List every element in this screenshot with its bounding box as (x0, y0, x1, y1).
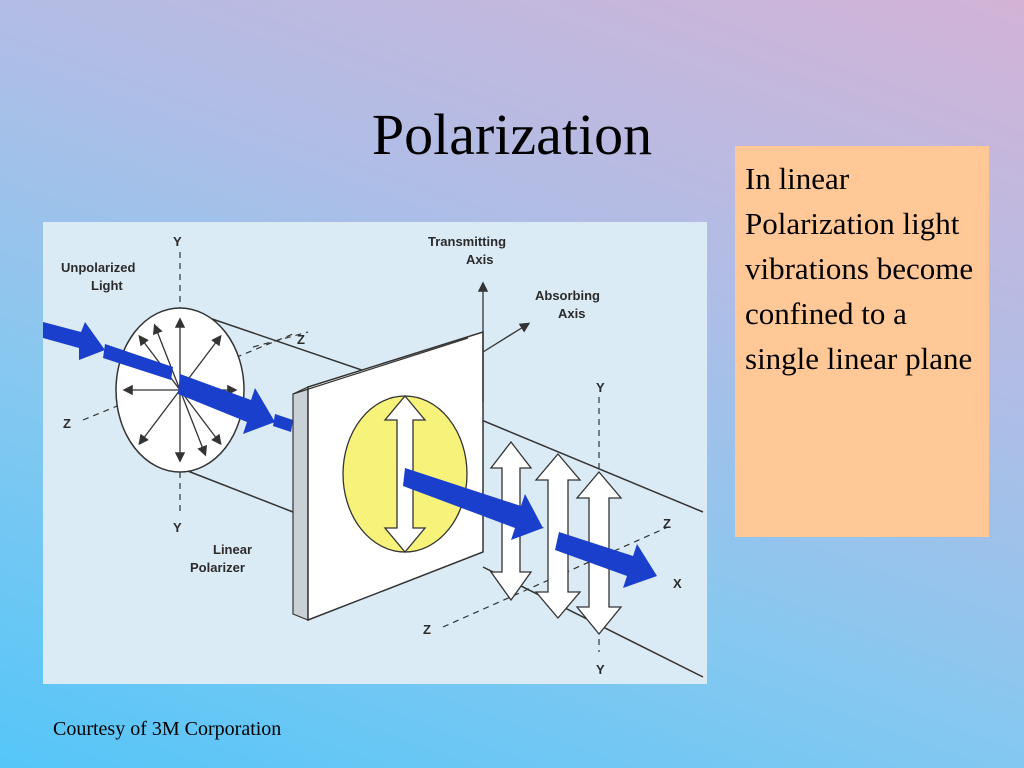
label-unpolarized-light-2: Light (91, 278, 123, 293)
z-axis-mid (252, 331, 309, 348)
polarization-diagram-svg: Unpolarized Light Transmitting Axis Abso… (43, 234, 704, 678)
incoming-beam-arrow (43, 322, 105, 360)
label-linear-polarizer-1: Linear (213, 542, 252, 557)
beam-segment-2-arrow (178, 374, 275, 434)
label-z-bottom: Z (423, 622, 431, 637)
beam-segment-1 (103, 344, 173, 380)
label-y-bottom-right: Y (596, 662, 605, 677)
polarization-diagram: Unpolarized Light Transmitting Axis Abso… (43, 222, 707, 684)
label-z-right: Z (663, 516, 671, 531)
label-y-bottom-left: Y (173, 520, 182, 535)
label-transmitting-axis-1: Transmitting (428, 234, 506, 249)
label-y-top-right: Y (596, 380, 605, 395)
image-credit: Courtesy of 3M Corporation (53, 718, 282, 740)
label-absorbing-axis-2: Axis (558, 306, 585, 321)
outgoing-beam-arrow (555, 532, 657, 588)
label-z-mid: Z (297, 332, 305, 347)
label-x: X (673, 576, 682, 591)
polarizer-plate-side (292, 386, 309, 621)
callout-box: In linear Polarization light vibrations … (735, 146, 989, 537)
beam-segment-4-arrow (403, 468, 543, 540)
absorbing-axis-arrow (482, 322, 531, 353)
label-unpolarized-light-1: Unpolarized (61, 260, 135, 275)
label-y-top-left: Y (173, 234, 182, 249)
label-absorbing-axis-1: Absorbing (535, 288, 600, 303)
plate-top-edge (292, 337, 469, 395)
beam-envelope-bottom (179, 467, 294, 513)
label-linear-polarizer-2: Polarizer (190, 560, 245, 575)
beam-segment-3 (273, 414, 293, 432)
polarized-wave-2 (534, 452, 582, 620)
label-transmitting-axis-2: Axis (466, 252, 493, 267)
slide-title: Polarization (371, 102, 653, 167)
label-z-left: Z (63, 416, 71, 431)
